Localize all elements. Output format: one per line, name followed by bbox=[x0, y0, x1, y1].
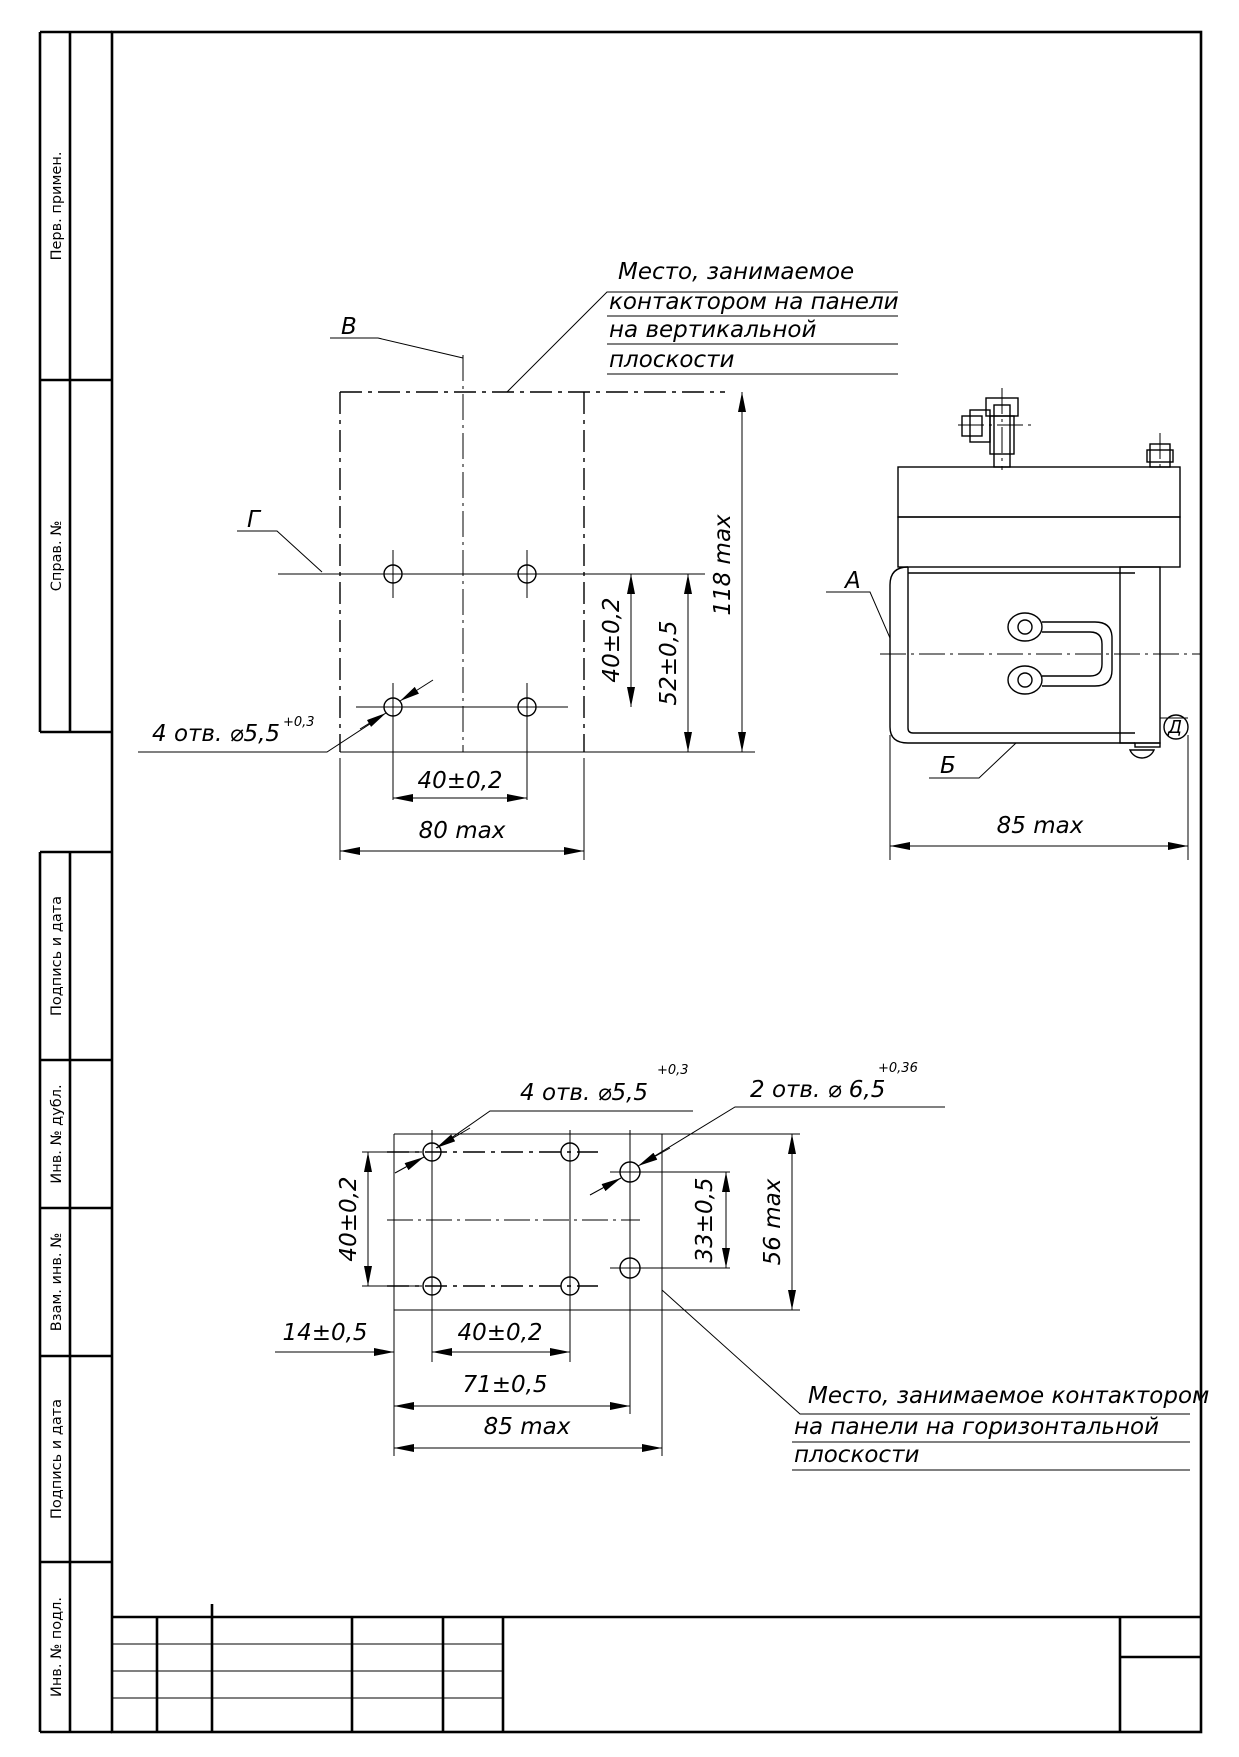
hole bbox=[560, 1142, 580, 1162]
label-vzam-inv-no: Взам. инв. № bbox=[49, 1233, 65, 1331]
note-horizontal-line-3: плоскости bbox=[794, 1442, 919, 1468]
hole bbox=[422, 1142, 442, 1162]
note-vertical-line-3: на вертикальной bbox=[609, 317, 816, 343]
holes4-tol: +0,3 bbox=[657, 1063, 689, 1078]
label-b: Б bbox=[940, 753, 956, 779]
label-podpis-data-1: Подпись и дата bbox=[49, 896, 65, 1016]
title-block bbox=[112, 1604, 1201, 1732]
label-sprav-no: Справ. № bbox=[49, 521, 65, 592]
vertical-mounting-view: Место, занимаемое контактором на панели … bbox=[138, 259, 899, 860]
coil-terminal-icon bbox=[1007, 612, 1113, 695]
dim-118: 118 max bbox=[710, 514, 736, 616]
label-podpis-data-2: Подпись и дата bbox=[49, 1399, 65, 1519]
label-g: Г bbox=[247, 507, 262, 533]
holes2-note: 2 отв. ⌀ 6,5 bbox=[750, 1077, 885, 1103]
label-perv-primen: Перв. примен. bbox=[49, 152, 65, 261]
side-stamp-labels: Перв. примен. Справ. № Подпись и дата Ин… bbox=[49, 152, 65, 1697]
dim-40-v-vertical: 40±0,2 bbox=[599, 597, 625, 682]
label-inv-no-podl: Инв. № подл. bbox=[49, 1597, 65, 1697]
label-v: В bbox=[341, 314, 357, 340]
dim-85-side: 85 max bbox=[997, 813, 1084, 839]
note-vertical-line-4: плоскости bbox=[609, 347, 734, 373]
sheet-frame bbox=[38, 30, 1203, 1734]
dim-33: 33±0,5 bbox=[692, 1177, 718, 1262]
label-a: А bbox=[843, 568, 861, 594]
dim-40-v-horizontal: 40±0,2 bbox=[336, 1176, 362, 1261]
contactor-side-view: А Б Д 85 max bbox=[826, 388, 1200, 860]
dim-80: 80 max bbox=[419, 818, 506, 844]
label-d: Д bbox=[1167, 717, 1182, 738]
note-horizontal-line-2: на панели на горизонтальной bbox=[794, 1414, 1159, 1440]
holes-tol-vertical: +0,3 bbox=[283, 715, 315, 730]
horizontal-mounting-view: 4 отв. ⌀5,5 +0,3 2 отв. ⌀ 6,5 +0,36 40±0… bbox=[275, 1061, 1209, 1471]
note-vertical-line-1: Место, занимаемое bbox=[618, 259, 854, 285]
hole bbox=[560, 1276, 580, 1296]
holes2-tol: +0,36 bbox=[878, 1061, 918, 1076]
dim-52: 52±0,5 bbox=[656, 620, 682, 705]
dim-71: 71±0,5 bbox=[462, 1372, 547, 1398]
hole bbox=[422, 1276, 442, 1296]
note-vertical-line-2: контактором на панели bbox=[609, 289, 899, 315]
dim-40-h-horizontal: 40±0,2 bbox=[457, 1320, 542, 1346]
dim-85-horizontal: 85 max bbox=[484, 1414, 571, 1440]
dim-56: 56 max bbox=[760, 1178, 786, 1265]
dim-14: 14±0,5 bbox=[282, 1320, 367, 1346]
label-inv-no-dubl: Инв. № дубл. bbox=[49, 1084, 65, 1183]
holes4-note: 4 отв. ⌀5,5 bbox=[520, 1080, 648, 1106]
note-horizontal-line-1: Место, занимаемое контактором bbox=[808, 1383, 1209, 1409]
dim-40-h-vertical: 40±0,2 bbox=[417, 768, 502, 794]
holes-note-vertical: 4 отв. ⌀5,5 bbox=[152, 721, 280, 747]
